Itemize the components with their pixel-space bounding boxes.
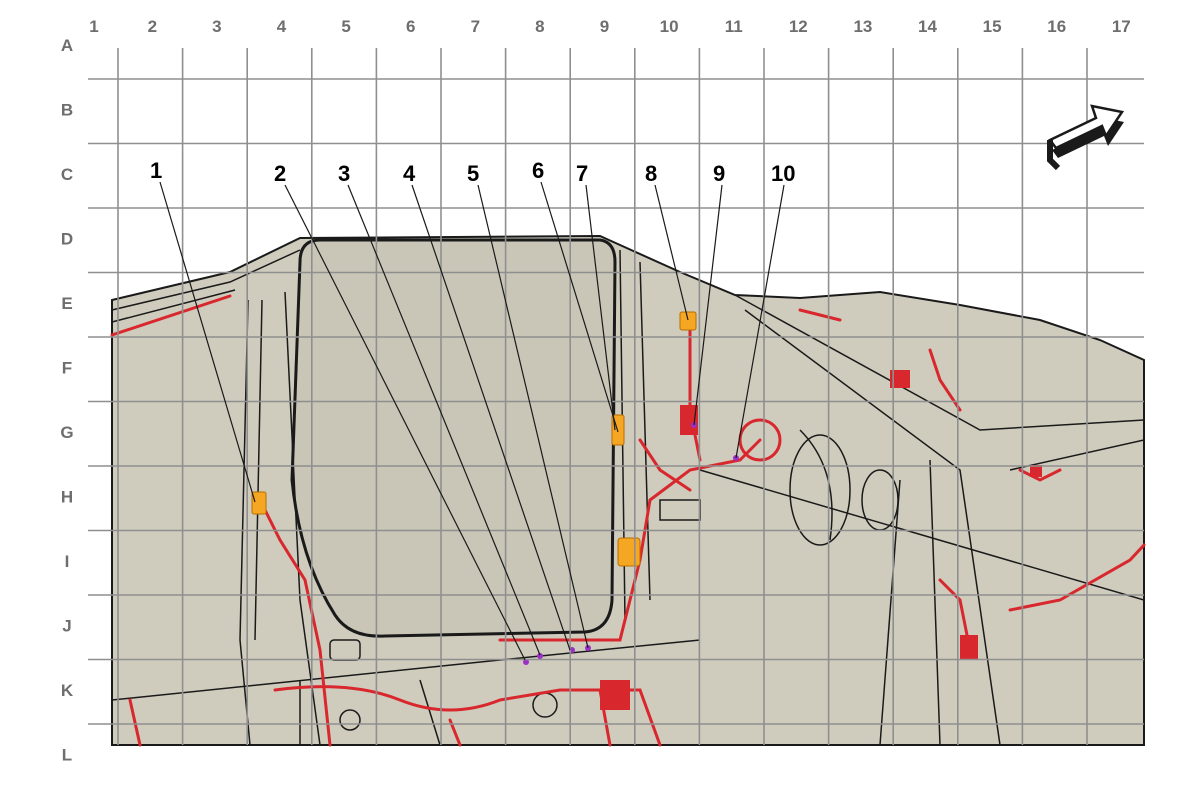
row-label: J: [62, 617, 71, 636]
column-label: 15: [983, 17, 1002, 36]
column-label: 9: [600, 17, 609, 36]
row-label: A: [61, 36, 73, 55]
callout-4: 4: [403, 161, 416, 186]
row-label: D: [61, 230, 73, 249]
row-label: L: [62, 746, 72, 765]
callout-3: 3: [338, 161, 350, 186]
grid-lines: [88, 48, 1144, 745]
callout-7: 7: [576, 161, 588, 186]
row-label: I: [65, 552, 70, 571]
column-label: 6: [406, 17, 415, 36]
callout-6: 6: [532, 158, 544, 183]
callout-8: 8: [645, 161, 657, 186]
column-label: 11: [725, 17, 743, 36]
leader-10: [735, 184, 785, 459]
callout-5: 5: [467, 161, 479, 186]
callout-labels: 1 2 3 4 5 6 7 8 9 10: [150, 158, 795, 186]
callout-2: 2: [274, 161, 286, 186]
column-label: 7: [471, 17, 480, 36]
column-label: 16: [1047, 17, 1066, 36]
harness-blocks: [600, 370, 1042, 710]
callout-10: 10: [771, 161, 795, 186]
leader-1: [159, 181, 256, 503]
wiring-harness: [110, 294, 1146, 747]
row-label: F: [62, 359, 72, 378]
column-label: 12: [789, 17, 808, 36]
row-label: K: [61, 681, 74, 700]
row-label: E: [61, 294, 72, 313]
leader-3: [347, 184, 541, 656]
column-label: 3: [212, 17, 221, 36]
leader-5: [477, 184, 589, 649]
column-label: 2: [148, 17, 157, 36]
leader-4: [411, 184, 571, 651]
column-label: 1: [89, 17, 98, 36]
leader-9: [693, 184, 723, 426]
row-label: B: [61, 101, 73, 120]
connector-i: [617, 537, 641, 567]
leader-2: [284, 184, 526, 661]
row-label: C: [61, 165, 73, 184]
column-label: 5: [341, 17, 350, 36]
column-label: 4: [277, 17, 287, 36]
window-opening: [290, 238, 617, 638]
leader-8: [654, 184, 689, 321]
leader-7: [585, 184, 616, 431]
callout-1: 1: [150, 158, 162, 183]
leader-lines: [159, 181, 785, 661]
callout-9: 9: [713, 161, 725, 186]
column-label: 8: [535, 17, 544, 36]
column-label: 17: [1112, 17, 1131, 36]
connector-8: [679, 311, 697, 331]
row-label: G: [60, 423, 73, 442]
row-label: H: [61, 488, 73, 507]
column-label: 14: [918, 17, 937, 36]
leader-6: [540, 181, 619, 433]
row-labels: A B C D E F G H I J K L: [60, 36, 73, 765]
connector-1: [251, 491, 267, 515]
column-label: 10: [660, 17, 679, 36]
front-direction-arrow-icon: [1047, 104, 1125, 171]
vehicle-body: [110, 234, 1146, 747]
column-label: 13: [853, 17, 872, 36]
